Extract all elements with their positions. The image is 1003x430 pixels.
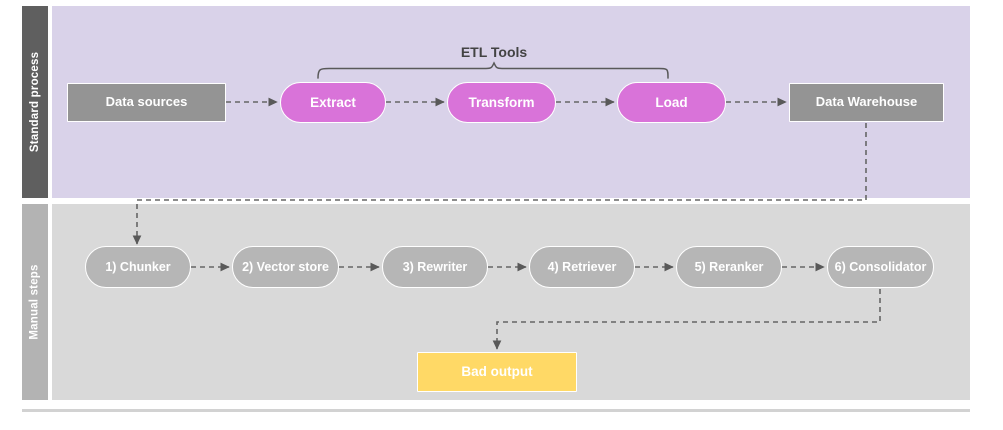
bottom-divider-rule (22, 409, 970, 412)
node-label-load: Load (655, 94, 688, 110)
node-label-data-sources: Data sources (105, 94, 188, 110)
lane-header-standard-process: Standard process (22, 6, 48, 198)
node-label-chunker: 1) Chunker (105, 259, 171, 274)
node-label-extract: Extract (310, 94, 356, 110)
node-data-sources[interactable]: Data sources (67, 83, 226, 122)
node-label-data-warehouse: Data Warehouse (815, 94, 918, 110)
node-data-warehouse[interactable]: Data Warehouse (789, 83, 944, 122)
node-label-transform: Transform (468, 94, 535, 110)
node-label-vector-store: 2) Vector store (242, 259, 329, 274)
node-bad-output[interactable]: Bad output (417, 352, 577, 392)
node-vector-store[interactable]: 2) Vector store (232, 246, 339, 288)
etl-tools-label: ETL Tools (460, 44, 528, 60)
node-label-consolidator: 6) Consolidator (834, 259, 927, 274)
node-label-reranker: 5) Reranker (694, 259, 764, 274)
node-label-retriever: 4) Retriever (547, 259, 617, 274)
node-rewriter[interactable]: 3) Rewriter (382, 246, 488, 288)
node-extract[interactable]: Extract (280, 82, 386, 123)
lane-label-manual-steps: Manual steps (29, 264, 42, 340)
node-chunker[interactable]: 1) Chunker (85, 246, 191, 288)
node-load[interactable]: Load (617, 82, 726, 123)
node-reranker[interactable]: 5) Reranker (676, 246, 782, 288)
node-transform[interactable]: Transform (447, 82, 556, 123)
node-retriever[interactable]: 4) Retriever (529, 246, 635, 288)
lane-header-manual-steps: Manual steps (22, 204, 48, 400)
node-label-rewriter: 3) Rewriter (402, 259, 468, 274)
lane-label-standard-process: Standard process (29, 51, 41, 153)
node-consolidator[interactable]: 6) Consolidator (827, 246, 934, 288)
node-label-bad-output: Bad output (461, 364, 533, 380)
